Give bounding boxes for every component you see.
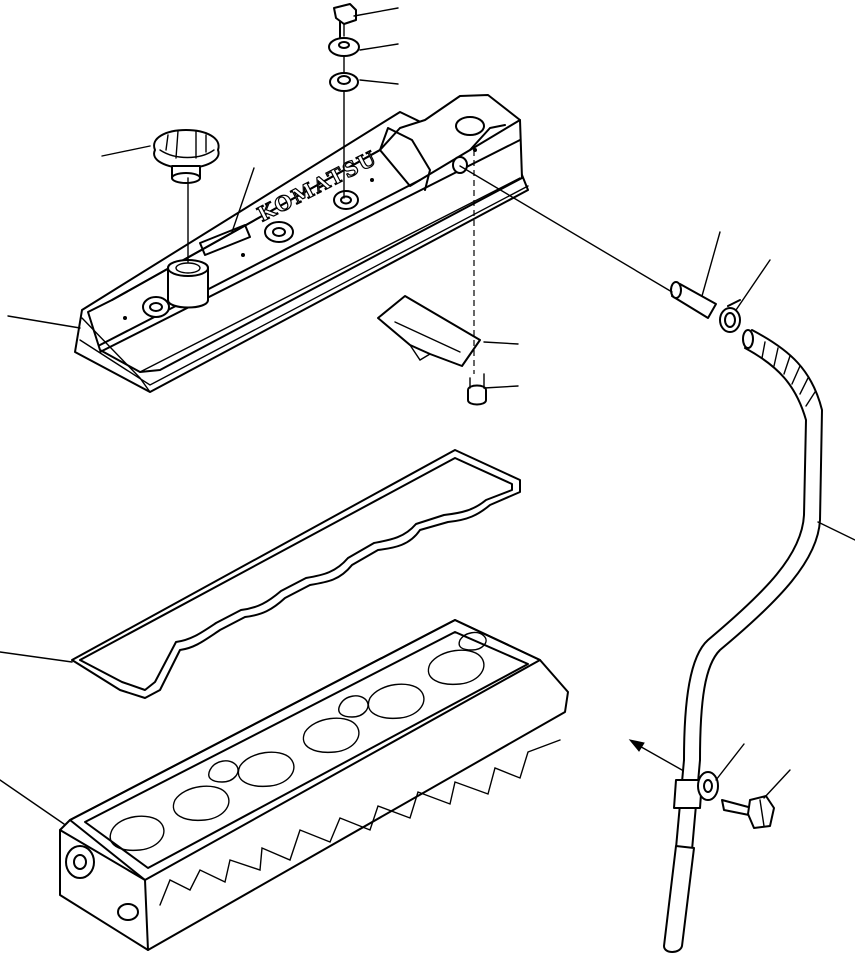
assembly-lines xyxy=(187,23,673,374)
breather-tube xyxy=(683,329,823,761)
breather-hose-fitting xyxy=(670,281,717,319)
valve-cover-gasket xyxy=(71,449,521,699)
guide-bolt xyxy=(721,795,775,829)
dipstick-guide-tube xyxy=(663,759,719,953)
bracket-bolt xyxy=(467,373,487,406)
cover-bolt xyxy=(333,3,357,39)
breather-bracket xyxy=(377,295,481,367)
cover-boss-rear xyxy=(455,116,485,136)
cylinder-head xyxy=(59,619,569,951)
direction-arrow xyxy=(628,739,683,771)
rubber-washer xyxy=(329,72,359,92)
seal-washer xyxy=(328,37,360,57)
hose-clamp xyxy=(719,299,741,333)
leader-lines xyxy=(0,7,855,825)
guide-clip xyxy=(673,779,703,809)
label-plate xyxy=(199,224,251,256)
oil-filler-cap xyxy=(153,129,220,184)
breather-port xyxy=(452,156,468,174)
